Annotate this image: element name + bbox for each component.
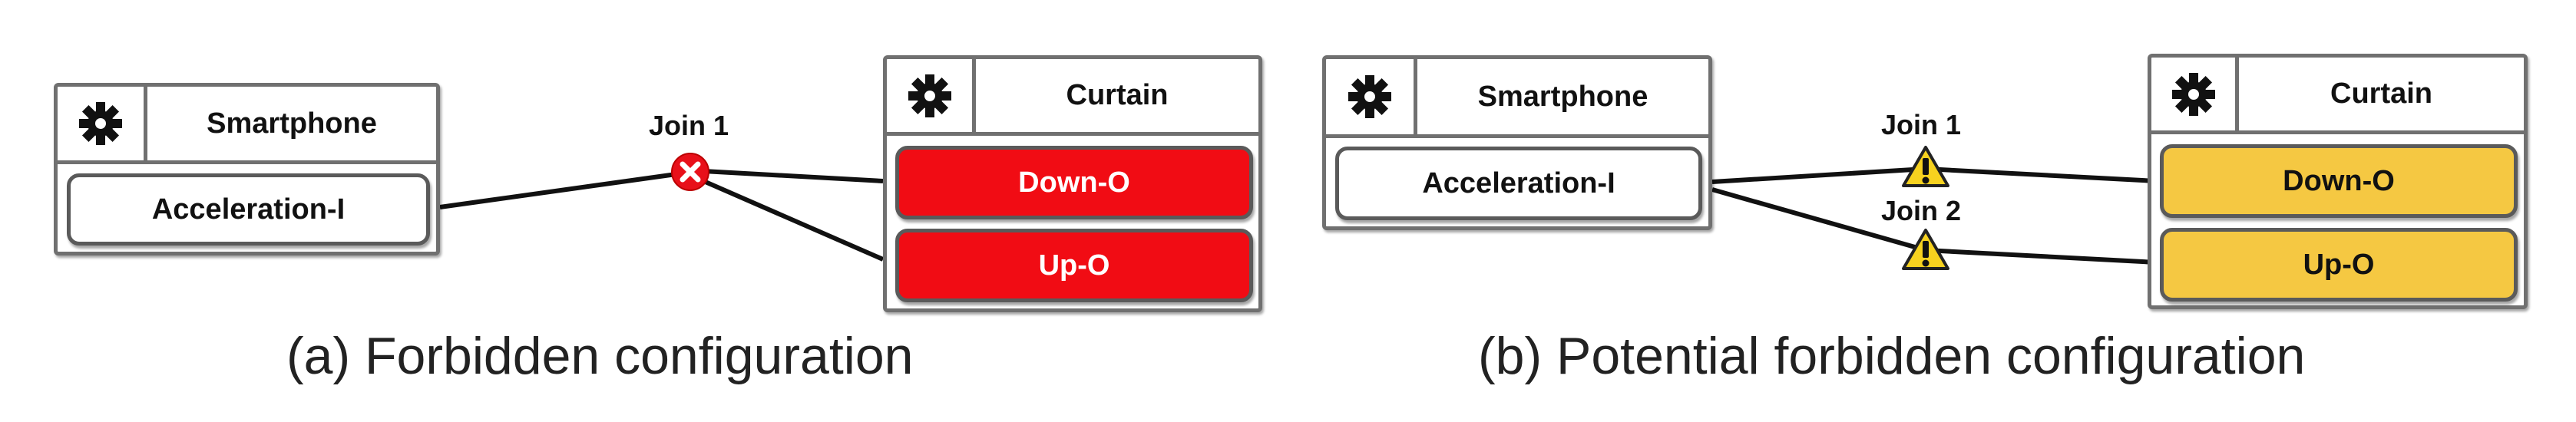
node-title: Smartphone — [207, 107, 377, 140]
gear-icon[interactable] — [2151, 58, 2239, 130]
gear-icon[interactable] — [887, 59, 976, 132]
warning-icon[interactable] — [1900, 227, 1951, 272]
wire-b-join2-up — [1925, 248, 2157, 265]
wire-a-join1-up — [688, 173, 885, 262]
up-output-port[interactable]: Up-O — [895, 229, 1253, 302]
node-title: Curtain — [2330, 77, 2432, 110]
panel-b-smartphone-node[interactable]: Smartphone Acceleration-I — [1322, 55, 1712, 230]
wire-b-join1-down — [1925, 166, 2157, 183]
wire-a-source-join1 — [439, 170, 688, 209]
wire-b-source-join1 — [1711, 166, 1926, 184]
node-title: Curtain — [1066, 79, 1169, 111]
panel-a-curtain-node[interactable]: Curtain Down-O Up-O — [883, 55, 1262, 312]
gear-icon[interactable] — [58, 87, 147, 160]
up-output-port[interactable]: Up-O — [2160, 228, 2518, 302]
caption-a: (a) Forbidden configuration — [286, 327, 914, 385]
join-2-label: Join 2 — [1881, 195, 1962, 226]
error-icon[interactable] — [670, 151, 711, 193]
caption-b: (b) Potential forbidden configuration — [1478, 327, 2306, 385]
wire-b-source-join2 — [1711, 187, 1926, 252]
panel-a-smartphone-node[interactable]: Smartphone Acceleration-I — [54, 83, 440, 256]
down-output-port[interactable]: Down-O — [2160, 144, 2518, 218]
node-header: Smartphone — [1326, 59, 1708, 138]
node-title: Smartphone — [1477, 80, 1648, 113]
down-output-port[interactable]: Down-O — [895, 146, 1253, 219]
gear-icon[interactable] — [1326, 59, 1417, 134]
join-1-label: Join 1 — [1881, 109, 1962, 140]
panel-b-curtain-node[interactable]: Curtain Down-O Up-O — [2148, 54, 2528, 309]
node-header: Curtain — [2151, 58, 2524, 134]
acceleration-input-port[interactable]: Acceleration-I — [1335, 147, 1702, 220]
wire-a-join1-down — [689, 168, 884, 183]
node-header: Smartphone — [58, 87, 436, 164]
acceleration-input-port[interactable]: Acceleration-I — [67, 173, 430, 246]
node-header: Curtain — [887, 59, 1258, 136]
join-1-label: Join 1 — [649, 110, 729, 141]
warning-icon[interactable] — [1900, 144, 1951, 189]
